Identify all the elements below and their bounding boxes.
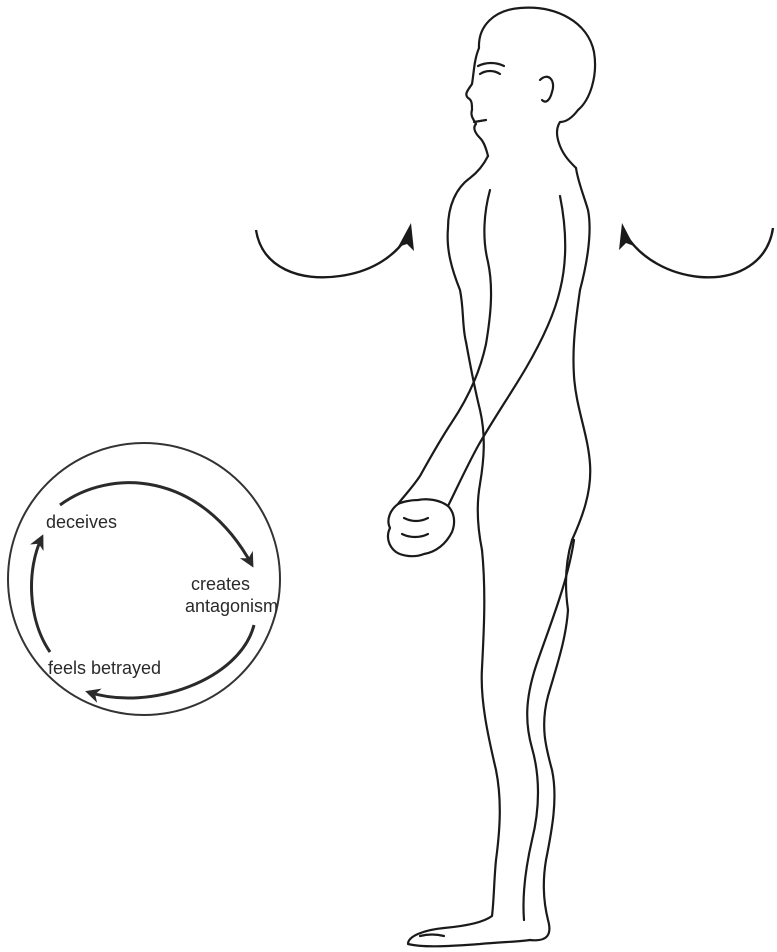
label-antagonism: antagonism <box>185 596 278 616</box>
cycle-diagram: deceives creates antagonism feels betray… <box>8 443 280 715</box>
label-feels-betrayed: feels betrayed <box>48 658 161 678</box>
left-push-arrow <box>256 223 414 277</box>
label-deceives: deceives <box>46 512 117 532</box>
mouth <box>474 120 486 122</box>
label-creates: creates <box>191 574 250 594</box>
right-push-arrow <box>619 223 773 277</box>
ear <box>540 77 553 102</box>
fist <box>388 499 454 556</box>
back-leg <box>530 610 568 940</box>
front-leg <box>408 550 530 946</box>
head-outline <box>479 8 595 168</box>
arrow-betrayed-to-deceives <box>32 537 50 652</box>
eye <box>480 71 500 74</box>
standing-man-figure <box>388 8 595 947</box>
